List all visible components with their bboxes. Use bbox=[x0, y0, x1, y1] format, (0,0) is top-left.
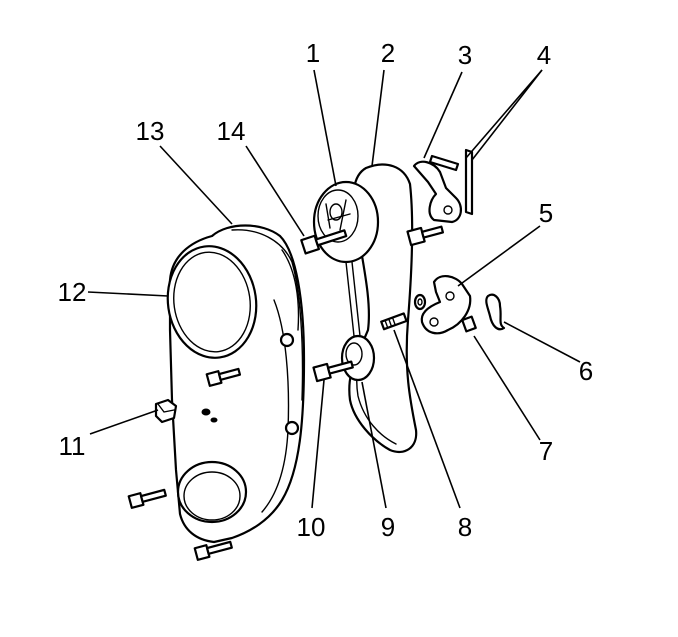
leader-lines bbox=[87, 69, 581, 509]
camshaft-pulley-bolt bbox=[300, 229, 348, 255]
leader-7 bbox=[473, 335, 541, 441]
leader-12 bbox=[87, 291, 169, 297]
leader-8 bbox=[393, 329, 461, 509]
callout-10: 10 bbox=[297, 512, 326, 542]
timing-belt bbox=[345, 261, 361, 337]
camshaft-pulley bbox=[312, 180, 380, 264]
callout-2: 2 bbox=[381, 38, 395, 68]
callout-1: 1 bbox=[306, 38, 320, 68]
leader-11 bbox=[89, 409, 159, 435]
callout-8: 8 bbox=[458, 512, 472, 542]
leader-4a bbox=[465, 69, 543, 159]
tensioner-washer bbox=[413, 293, 427, 311]
tensioner-stud bbox=[380, 312, 408, 331]
leader-2 bbox=[371, 69, 385, 167]
leader-6 bbox=[503, 321, 581, 363]
callout-4: 4 bbox=[537, 40, 551, 70]
callout-7: 7 bbox=[539, 436, 553, 466]
front-timing-cover bbox=[166, 224, 306, 544]
tensioner-spring bbox=[485, 293, 506, 331]
callout-12: 12 bbox=[58, 277, 87, 307]
upper-cover-opening bbox=[166, 245, 258, 359]
callout-14: 14 bbox=[217, 116, 246, 146]
callout-numbers: 1 2 3 4 5 6 7 8 9 10 11 12 13 14 bbox=[58, 38, 594, 542]
idler-pulley-bolt bbox=[312, 360, 354, 383]
callout-6: 6 bbox=[579, 356, 593, 386]
tensioner-spring-fitting bbox=[461, 315, 477, 333]
callout-5: 5 bbox=[539, 198, 553, 228]
rear-cover-bracket bbox=[412, 160, 462, 224]
idler-pulley bbox=[340, 334, 376, 382]
callout-13: 13 bbox=[136, 116, 165, 146]
cover-grommet bbox=[154, 398, 178, 424]
bracket-bolt bbox=[406, 225, 445, 247]
leader-1 bbox=[313, 69, 337, 187]
callout-9: 9 bbox=[381, 512, 395, 542]
callout-11: 11 bbox=[59, 431, 86, 461]
dowel-pins bbox=[428, 148, 474, 216]
callout-3: 3 bbox=[458, 40, 472, 70]
leader-3 bbox=[423, 71, 463, 159]
leader-10 bbox=[311, 379, 325, 509]
leader-4b bbox=[471, 69, 543, 161]
leader-5 bbox=[457, 225, 541, 287]
leader-9 bbox=[361, 381, 387, 509]
tensioner-bracket bbox=[420, 275, 472, 335]
leader-14 bbox=[245, 145, 305, 237]
leader-13 bbox=[159, 145, 233, 225]
cover-bolts bbox=[127, 367, 242, 561]
lower-cover-opening bbox=[176, 460, 248, 524]
